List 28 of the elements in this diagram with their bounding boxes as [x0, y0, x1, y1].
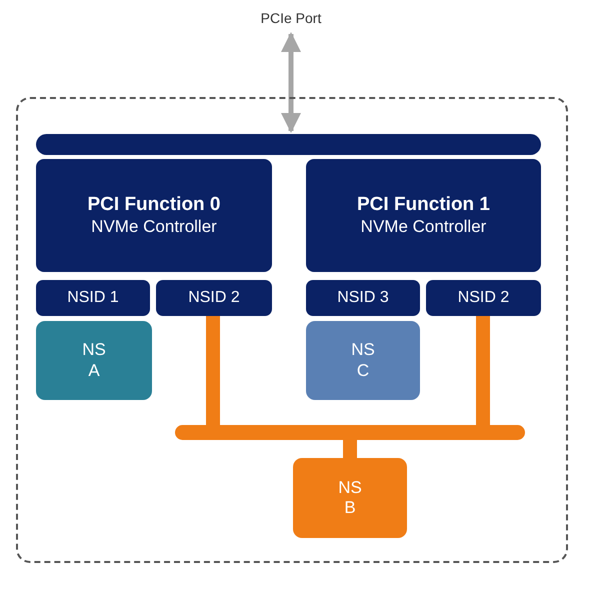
- nsid-label: NSID 2: [458, 288, 510, 308]
- host-bus-bar: [36, 134, 541, 155]
- nsid-box: [306, 280, 420, 316]
- port-label: PCIe Port: [260, 10, 322, 26]
- nsid-box: [426, 280, 541, 316]
- controller-label: NVMe Controller: [360, 216, 486, 238]
- namespace-box: [306, 321, 420, 400]
- function-title: PCI Function 0: [88, 194, 220, 217]
- controller-box: [306, 159, 541, 272]
- double-arrow: [281, 32, 301, 133]
- controller-label: NVMe Controller: [91, 216, 217, 238]
- bus-connector: [343, 440, 357, 458]
- namespace-label: NS B: [337, 478, 363, 518]
- controller-box: [36, 159, 272, 272]
- namespace-label: NS C: [350, 340, 376, 381]
- nsid-label: NSID 1: [67, 288, 119, 308]
- namespace-label: NS A: [81, 340, 107, 381]
- bus-connector: [206, 316, 220, 425]
- nsid-label: NSID 2: [188, 288, 240, 308]
- function-title: PCI Function 1: [357, 194, 490, 217]
- namespace-box: [293, 458, 407, 538]
- dashed-boundary: [16, 97, 568, 563]
- shared-bus-bar: [175, 425, 525, 440]
- nsid-box: [156, 280, 272, 316]
- bus-connector: [476, 316, 490, 425]
- nsid-box: [36, 280, 150, 316]
- namespace-box: [36, 321, 152, 400]
- nsid-label: NSID 3: [337, 288, 389, 308]
